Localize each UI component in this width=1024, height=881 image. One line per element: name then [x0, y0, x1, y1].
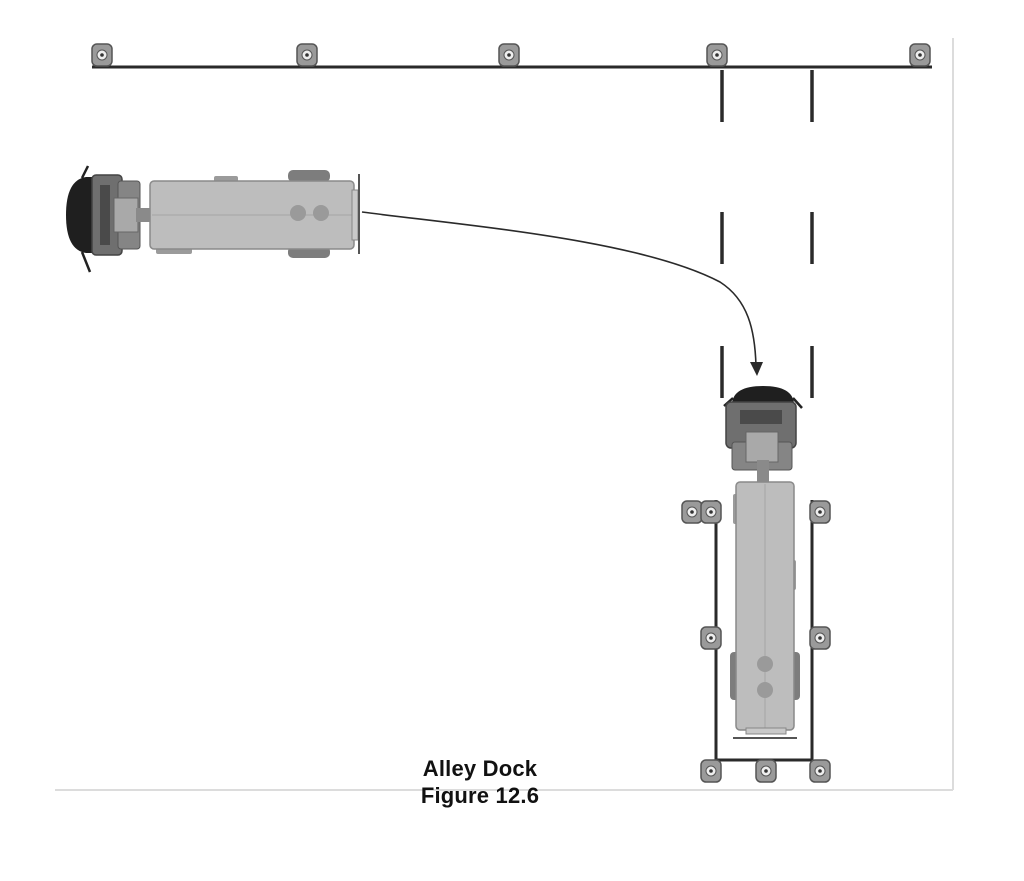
truck1-mirror-top	[80, 165, 90, 179]
truck1-fifth-wheel	[113, 197, 139, 233]
truck1-bumper	[66, 177, 96, 253]
cone-marker-icon	[498, 43, 520, 67]
cone-row-top	[91, 43, 931, 67]
truck1-axle-1	[290, 205, 306, 221]
cone-marker-icon	[700, 759, 722, 783]
truck1-cab-window	[100, 185, 110, 245]
cone-marker-icon	[706, 43, 728, 67]
truck2-coupler	[757, 460, 769, 482]
backing-path-arrowhead	[750, 362, 763, 376]
truck1-axle-2	[313, 205, 329, 221]
truck1-mirror-bottom	[80, 251, 92, 273]
alley-lane-lines	[720, 70, 814, 398]
cone-marker-icon	[700, 626, 722, 650]
caption-title: Alley Dock	[422, 756, 538, 781]
truck2-mirror-right	[792, 397, 803, 409]
truck1-rear-bumper	[351, 189, 359, 241]
truck2-fifth-wheel	[745, 431, 779, 463]
truck2-bumper	[732, 386, 794, 404]
truck2-axle-1	[757, 656, 773, 672]
truck1-trailer-wheel-top	[288, 170, 330, 182]
truck-icon	[723, 386, 803, 739]
cone-marker-icon	[91, 43, 113, 67]
cone-marker-icon	[700, 500, 722, 524]
path-arrow-icon	[361, 211, 763, 376]
caption-figure-number: Figure 12.6	[420, 783, 540, 808]
backing-path	[361, 211, 757, 367]
truck2-rear-bumper	[745, 727, 787, 735]
cone-marker-icon	[296, 43, 318, 67]
cone-group-dock	[681, 500, 831, 783]
truck2-axle-2	[757, 682, 773, 698]
cone-marker-icon	[809, 759, 831, 783]
cone-marker-icon	[809, 500, 831, 524]
cone-marker-icon	[681, 500, 703, 524]
truck-icon	[66, 165, 360, 273]
cone-marker-icon	[909, 43, 931, 67]
truck1-coupler	[136, 208, 152, 222]
cone-marker-icon	[755, 759, 777, 783]
cone-marker-icon	[809, 626, 831, 650]
truck2-cab-window	[740, 410, 782, 424]
